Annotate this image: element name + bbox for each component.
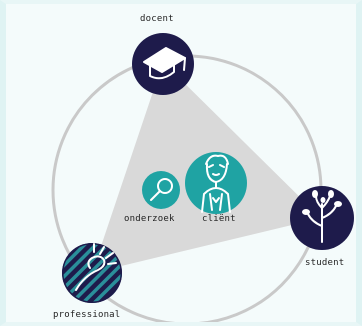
lightbulb-icon [75,243,117,291]
docent-label: docent [140,14,174,24]
client-label: cliënt [202,214,236,224]
professional-label: professional [53,310,121,320]
magnifier-icon [150,178,173,201]
professional-node [62,243,122,303]
student-label: student [305,258,345,268]
triad-diagram [51,33,354,322]
graduation-cap-icon [143,47,186,80]
student-node [290,186,354,250]
docent-node [132,33,194,95]
client-node [185,152,247,214]
person-icon [201,154,231,213]
onderzoek-label: onderzoek [124,214,175,224]
onderzoek-node [142,171,180,209]
